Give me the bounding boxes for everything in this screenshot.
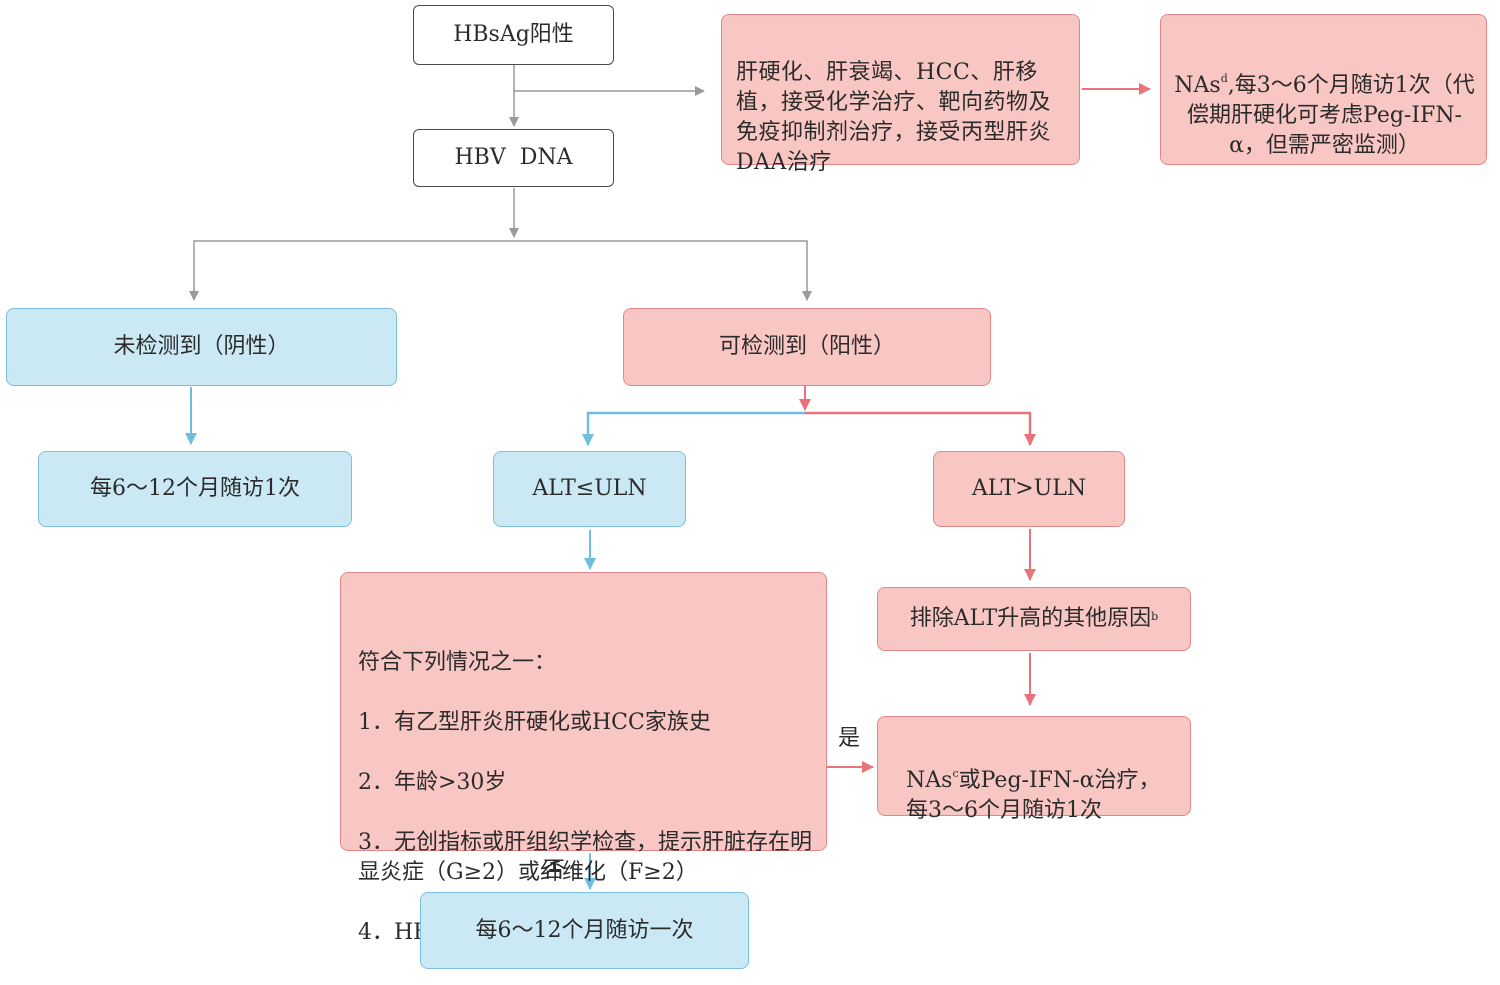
branch-to-alt-le xyxy=(582,411,805,446)
node-alt-gt-uln: ALT>ULN xyxy=(933,451,1125,527)
node-followup-once: 每6～12个月随访一次 xyxy=(420,892,749,969)
node-undetected-label: 未检测到（阴性） xyxy=(113,334,290,359)
node-antiviral-rest: 或Peg-IFN-α治疗，每3～6个月随访1次 xyxy=(906,768,1161,823)
node-alt-le-uln: ALT≤ULN xyxy=(493,451,686,527)
node-special-treatment-rest: ,每3～6个月随访1次（代偿期肝硬化可考虑Peg-IFN-α，但需严密监测） xyxy=(1187,73,1475,158)
node-special-population-label: 肝硬化、肝衰竭、HCC、肝移植，接受化学治疗、靶向药物及免疫抑制剂治疗，接受丙型… xyxy=(736,60,1052,175)
node-detected-label: 可检测到（阳性） xyxy=(718,334,895,359)
node-antiviral-prefix: NAs xyxy=(906,768,953,793)
node-alt-gt-uln-label: ALT>ULN xyxy=(971,476,1087,501)
node-hbv-dna-label: HBV DNA xyxy=(454,145,573,170)
node-undetected: 未检测到（阴性） xyxy=(6,308,397,386)
node-hbsag-label: HBsAg阳性 xyxy=(453,22,574,47)
node-exclude-label: 排除ALT升高的其他原因 xyxy=(909,606,1152,631)
label-no: 否 xyxy=(543,858,566,883)
node-antiviral-treatment: NAsc或Peg-IFN-α治疗，每3～6个月随访1次 xyxy=(877,716,1191,823)
node-detected: 可检测到（阳性） xyxy=(623,308,991,386)
branch-to-alt-gt xyxy=(805,411,1036,446)
criteria-line-1: 1．有乙型肝炎肝硬化或HCC家族史 xyxy=(358,710,711,735)
branch-hbv-dna xyxy=(193,240,808,299)
criteria-line-intro: 符合下列情况之一： xyxy=(358,650,557,675)
criteria-line-3: 3．无创指标或肝组织学检查，提示肝脏存在明显炎症（G≥2）或纤维化（F≥2） xyxy=(358,830,812,885)
node-hbv-dna: HBV DNA xyxy=(413,129,614,187)
label-yes: 是 xyxy=(838,726,861,751)
node-followup-6-12: 每6～12个月随访1次 xyxy=(38,451,352,527)
node-followup-6-12-label: 每6～12个月随访1次 xyxy=(90,476,300,501)
node-special-treatment: NAsd,每3～6个月随访1次（代偿期肝硬化可考虑Peg-IFN-α，但需严密监… xyxy=(1160,14,1487,165)
node-hbsag-positive: HBsAg阳性 xyxy=(413,5,614,65)
node-special-treatment-prefix: NAs xyxy=(1174,73,1221,98)
node-followup-once-label: 每6～12个月随访一次 xyxy=(475,917,694,943)
node-special-treatment-sup: d xyxy=(1220,71,1228,85)
node-alt-le-uln-label: ALT≤ULN xyxy=(532,476,647,501)
criteria-line-2: 2．年龄>30岁 xyxy=(358,770,507,795)
node-criteria: 符合下列情况之一： 1．有乙型肝炎肝硬化或HCC家族史 2．年龄>30岁 3．无… xyxy=(340,572,827,945)
node-antiviral-sup: c xyxy=(952,766,959,780)
node-special-population: 肝硬化、肝衰竭、HCC、肝移植，接受化学治疗、靶向药物及免疫抑制剂治疗，接受丙型… xyxy=(721,14,1080,175)
